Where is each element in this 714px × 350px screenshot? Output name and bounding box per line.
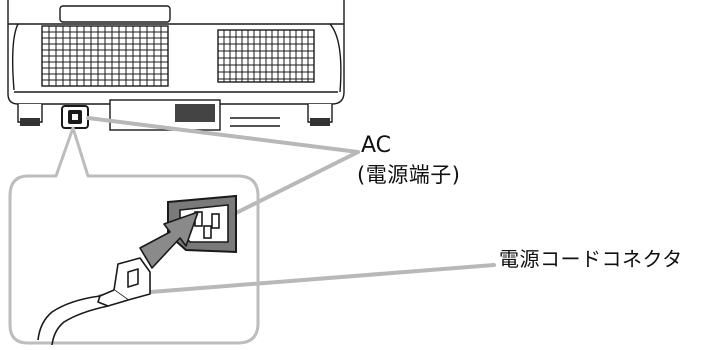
insert-arrow-icon	[139, 211, 199, 269]
power-cord-connector-label: 電源コードコネクタ	[499, 247, 683, 271]
callout-frame	[8, 126, 260, 345]
power-plug-icon	[37, 257, 151, 346]
ac-label: AC	[361, 133, 392, 158]
right-vent-grille	[217, 29, 315, 83]
left-vent-grille	[41, 25, 169, 87]
leader-lines	[86, 116, 496, 298]
ac-inlet-icon	[61, 105, 89, 129]
power-terminal-label: (電源端子)	[357, 163, 461, 187]
